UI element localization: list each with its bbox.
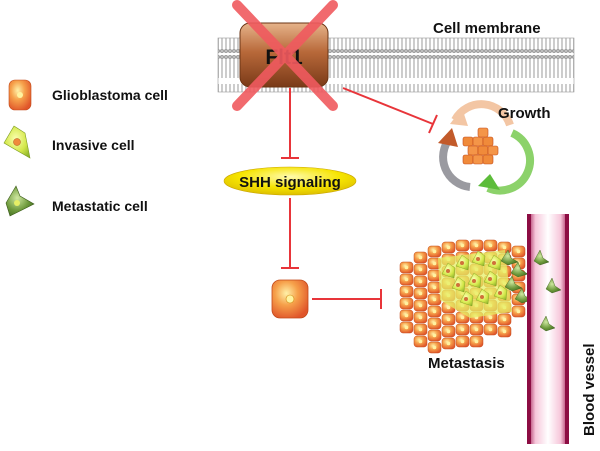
tumor-cell-nucleus [516,249,521,254]
tumor-cell-nucleus [432,333,437,338]
tumor-cell-nucleus [446,245,451,250]
metastatic-cell-icon [5,185,35,217]
tumor-cell-nucleus [488,315,493,320]
tumor-cell-nucleus [446,305,451,310]
tumor-cell-nucleus [404,325,409,330]
legend: Glioblastoma cell Invasive cell Metastat… [3,79,168,217]
tumor-cell-nucleus [432,261,437,266]
legend-label-metastatic: Metastatic cell [52,198,148,214]
growth-label: Growth [498,105,551,122]
tumor-cell-nucleus [460,243,465,248]
tumor-cell-nucleus [432,249,437,254]
legend-label-glioblastoma: Glioblastoma cell [52,87,168,103]
tumor-cell-nucleus [404,289,409,294]
escaped-metastatic-cell [545,277,562,294]
tumor-cell-nucleus [446,317,451,322]
legend-item-metastatic: Metastatic cell [5,185,148,217]
invasive-cell-nucleus [460,261,464,265]
tumor-cell-nucleus [502,317,507,322]
glioblastoma-cell-node [271,279,309,319]
metastatic-cell [500,249,519,266]
tumor-cell-nucleus [404,265,409,270]
tumor-mass [399,239,533,354]
tumor-cell-nucleus [418,267,423,272]
tumor-cell-nucleus [432,309,437,314]
shh-signaling-node [223,166,357,196]
invasive-cell-nucleus [472,279,476,283]
vessel-label: Blood vessel [581,343,598,436]
tumor-cell-nucleus [404,313,409,318]
tumor-cell-nucleus [474,327,479,332]
growth-cycle-icon [438,100,534,195]
tumor-cell-nucleus [460,315,465,320]
invasive-cell-nucleus [488,277,492,281]
metastasis-inhibition-arrow [312,289,382,309]
tumor-cell-nucleus [502,329,507,334]
tumor-cell-nucleus [488,327,493,332]
growth-inhibition-arrow [342,87,438,134]
escaped-metastatic-cell [539,315,556,332]
invasive-cell-nucleus [464,297,468,301]
tumor-cell-nucleus [474,339,479,344]
tumor-cell-nucleus [432,345,437,350]
tumor-cell-nucleus [418,291,423,296]
shh-inhibition-arrow [281,88,299,159]
tumor-cell-nucleus [432,321,437,326]
tumor-cell-nucleus [418,327,423,332]
tumor-cell-nucleus [502,245,507,250]
metastasis-label: Metastasis [428,355,505,372]
invasive-cell-nucleus [476,257,480,261]
tumor-cell-nucleus [516,309,521,314]
legend-item-glioblastoma: Glioblastoma cell [8,79,168,111]
tumor-cell-nucleus [460,327,465,332]
tumor-cell-nucleus [446,341,451,346]
tumor-cell-nucleus [418,255,423,260]
invasive-cell-nucleus [480,295,484,299]
legend-label-invasive: Invasive cell [52,137,135,153]
tumor-cell-nucleus [446,329,451,334]
metastatic-cell [504,275,523,292]
tumor-cell-nucleus [488,243,493,248]
inhibition-cross-icon [232,0,338,111]
invasive-cell-nucleus [498,291,502,295]
tumor-cell-nucleus [404,277,409,282]
tumor-cell-nucleus [418,303,423,308]
tumor-cell-nucleus [432,285,437,290]
tumor-cell-nucleus [432,273,437,278]
tumor-cell-nucleus [432,297,437,302]
invasive-cell-nucleus [492,261,496,265]
tumor-cell-nucleus [460,339,465,344]
tumor-cell-nucleus [418,339,423,344]
legend-item-invasive: Invasive cell [3,125,135,159]
tumor-cell-nucleus [404,301,409,306]
signaling-label: SHH signaling [239,174,341,191]
escaped-metastatic-cell [533,249,550,266]
metastatic-cell [510,261,529,278]
tumor-cell-nucleus [474,243,479,248]
cell-inhibition-arrow [281,198,299,269]
tumor-cell-nucleus [418,279,423,284]
membrane-label: Cell membrane [433,20,541,37]
tumor-cell-nucleus [418,315,423,320]
invasive-cell-nucleus [456,283,460,287]
invasive-cell-nucleus [446,269,450,273]
